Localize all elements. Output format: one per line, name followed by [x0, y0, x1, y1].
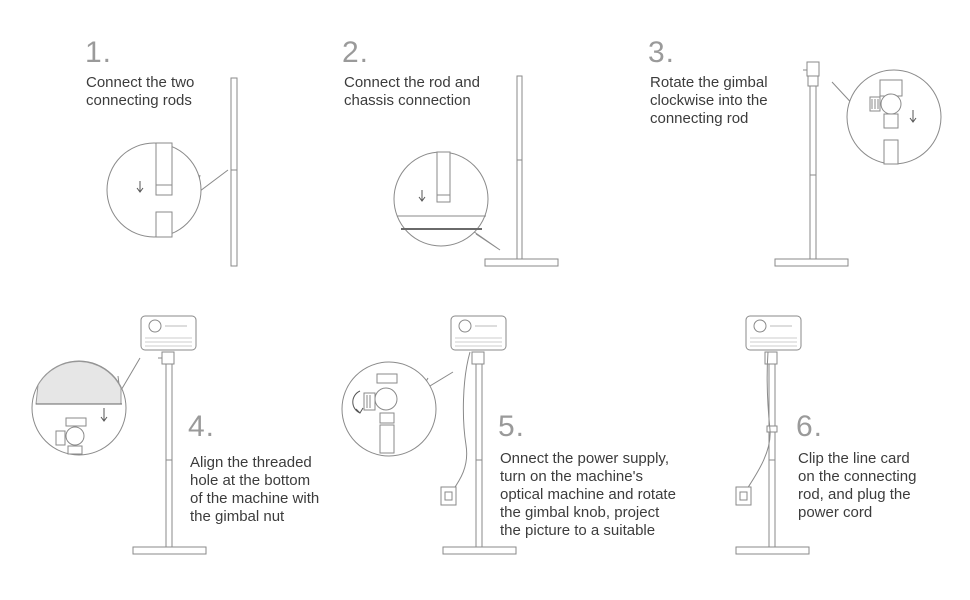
step-3-rod — [809, 85, 817, 263]
step-5-callout-gimbal-top — [376, 373, 398, 384]
step-2-text: Connect the rod and chassis connection — [344, 74, 480, 109]
step-4-callout-ball — [65, 426, 85, 446]
step-6-gimbal — [764, 351, 778, 365]
step-4-projector-lens — [148, 319, 162, 333]
step-1-illustration — [106, 77, 238, 267]
step-4-callout-knob — [55, 430, 66, 446]
step-6-projector — [745, 315, 802, 351]
down-arrow-icon — [909, 110, 917, 123]
step-6-illustration — [735, 315, 810, 555]
step-4-illustration — [31, 315, 207, 555]
down-arrow-icon — [100, 408, 108, 422]
step-5-power-cord — [448, 351, 471, 497]
step-4-projector-bottom — [35, 361, 122, 405]
step-1-number: 1. — [85, 36, 113, 69]
step-4-gimbal — [161, 351, 175, 365]
down-arrow-icon — [136, 181, 144, 193]
step-1-callout-circle — [106, 142, 202, 238]
step-6-line-clip — [766, 425, 778, 433]
step-5-number: 5. — [498, 410, 526, 443]
step-5-projector — [450, 315, 507, 351]
step-3-base — [774, 258, 849, 267]
step-3-gimbal-nut — [807, 75, 819, 87]
step-6-rod — [768, 363, 776, 548]
step-4-callout-gimbal-top — [65, 417, 87, 427]
step-3-illustration — [774, 61, 942, 267]
step-6-number: 6. — [796, 410, 824, 443]
step-5-projector-lens — [458, 319, 472, 333]
step-1-lower-rod — [155, 211, 173, 238]
step-3-gimbal-head — [806, 61, 820, 77]
step-1-upper-rod — [155, 142, 173, 196]
step-6-projector-lens — [753, 319, 767, 333]
step-4-number: 4. — [188, 410, 216, 443]
step-3-number: 3. — [648, 36, 676, 69]
step-5-gimbal — [471, 351, 485, 365]
step-5-illustration — [341, 315, 517, 555]
step-2-callout-rod — [436, 151, 451, 203]
step-3-text: Rotate the gimbal clockwise into the con… — [650, 74, 768, 127]
step-5-text: Onnect the power supply, turn on the mac… — [500, 450, 676, 539]
step-4-rod — [165, 363, 173, 548]
step-3-callout-ball — [880, 93, 902, 115]
step-4-text: Align the threaded hole at the bottom of… — [190, 454, 320, 525]
step-2-illustration — [393, 75, 559, 267]
step-6-power-cord — [743, 351, 771, 495]
step-5-callout-rod — [379, 424, 395, 454]
step-5-callout-ball — [374, 387, 398, 411]
rotate-arrow-icon — [352, 390, 361, 414]
step-4-projector — [140, 315, 197, 351]
step-3-callout-nut — [883, 113, 899, 129]
step-3-callout-rod — [883, 139, 899, 165]
step-1-text: Connect the two connecting rods — [86, 74, 195, 109]
step-1-rod — [230, 77, 238, 267]
step-5-base — [442, 546, 517, 555]
step-2-base — [484, 258, 559, 267]
step-4-base — [132, 546, 207, 555]
step-6-base — [735, 546, 810, 555]
step-6-text: Clip the line card on the connecting rod… — [798, 450, 917, 521]
step-2-rod — [516, 75, 523, 265]
step-2-number: 2. — [342, 36, 370, 69]
down-arrow-icon — [418, 190, 426, 202]
step-5-rod — [475, 363, 483, 548]
